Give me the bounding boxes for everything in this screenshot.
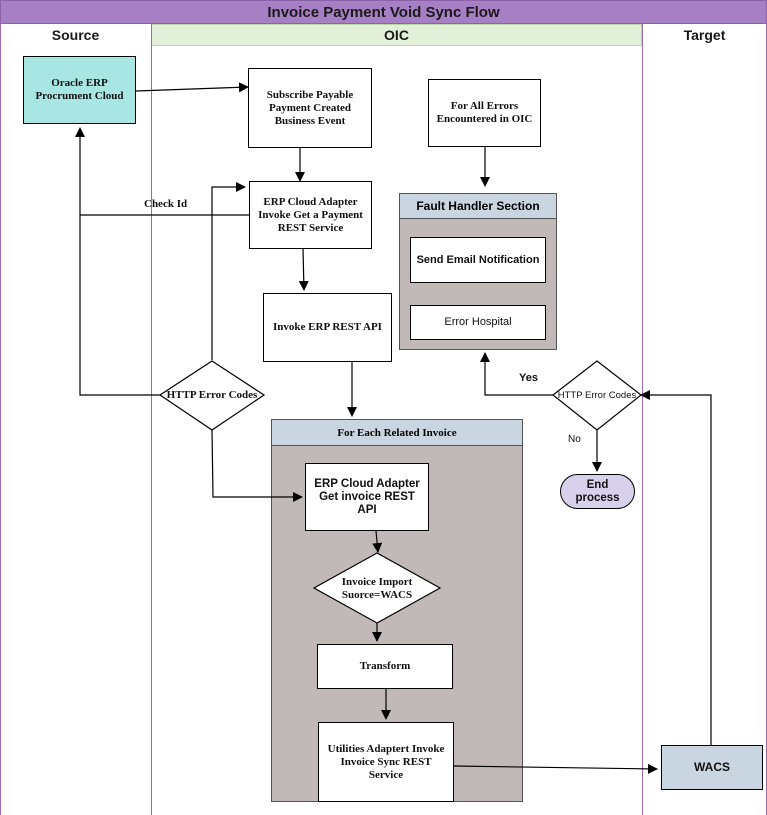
invoice-import-label: Invoice Import Suorce=WACS	[341, 576, 413, 601]
send-email-node: Send Email Notification	[410, 237, 546, 283]
no-label: No	[568, 434, 581, 445]
edge-check-id	[79, 214, 249, 396]
wacs-node: WACS	[661, 745, 763, 790]
edge-utilities-to-wacs	[453, 763, 658, 774]
subscribe-event-node: Subscribe Payable Payment Created Busine…	[248, 68, 372, 148]
check-id-label: Check Id	[144, 198, 188, 210]
invoice-import-decision	[312, 552, 442, 624]
erp-adapter-invoice-node: ERP Cloud Adapter Get invoice REST API	[305, 463, 429, 531]
lane-divider-source-oic	[151, 24, 152, 815]
edge-http-to-invoice	[211, 429, 303, 502]
http-error-decision-left	[158, 360, 266, 431]
http-error-right-label: HTTP Error Codes	[557, 389, 637, 401]
utilities-adapter-node: Utilities Adaptert Invoke Invoice Sync R…	[318, 722, 454, 802]
end-process-node: End process	[560, 474, 635, 509]
fault-handler-title: Fault Handler Section	[400, 194, 556, 219]
edge-invoice-to-import	[372, 530, 383, 553]
lane-divider-left	[0, 24, 1, 815]
yes-label: Yes	[519, 372, 538, 384]
edge-wacs-to-http	[640, 390, 712, 745]
error-hospital-node: Error Hospital	[410, 305, 546, 340]
oracle-erp-node: Oracle ERP Procrument Cloud	[23, 56, 136, 124]
http-error-left-label: HTTP Error Codes	[166, 388, 258, 401]
edge-erp-to-subscribe	[135, 82, 249, 93]
lane-header-oic: OIC	[151, 24, 642, 46]
edge-http-yes	[480, 352, 553, 396]
lane-header-target: Target	[683, 27, 726, 43]
http-error-decision-right	[552, 360, 642, 431]
invoke-erp-rest-node: Invoke ERP REST API	[263, 293, 392, 362]
erp-adapter-payment-node: ERP Cloud Adapter Invoke Get a Payment R…	[249, 181, 372, 249]
lane-divider-oic-target	[642, 24, 643, 815]
edge-adapter-to-invoke	[298, 248, 309, 291]
for-each-title: For Each Related Invoice	[272, 420, 522, 446]
edge-http-to-adapter	[211, 182, 246, 360]
transform-node: Transform	[317, 644, 453, 689]
lane-header-source: Source	[51, 27, 100, 43]
all-errors-node: For All Errors Encountered in OIC	[428, 79, 541, 147]
diagram-title: Invoice Payment Void Sync Flow	[0, 0, 767, 24]
